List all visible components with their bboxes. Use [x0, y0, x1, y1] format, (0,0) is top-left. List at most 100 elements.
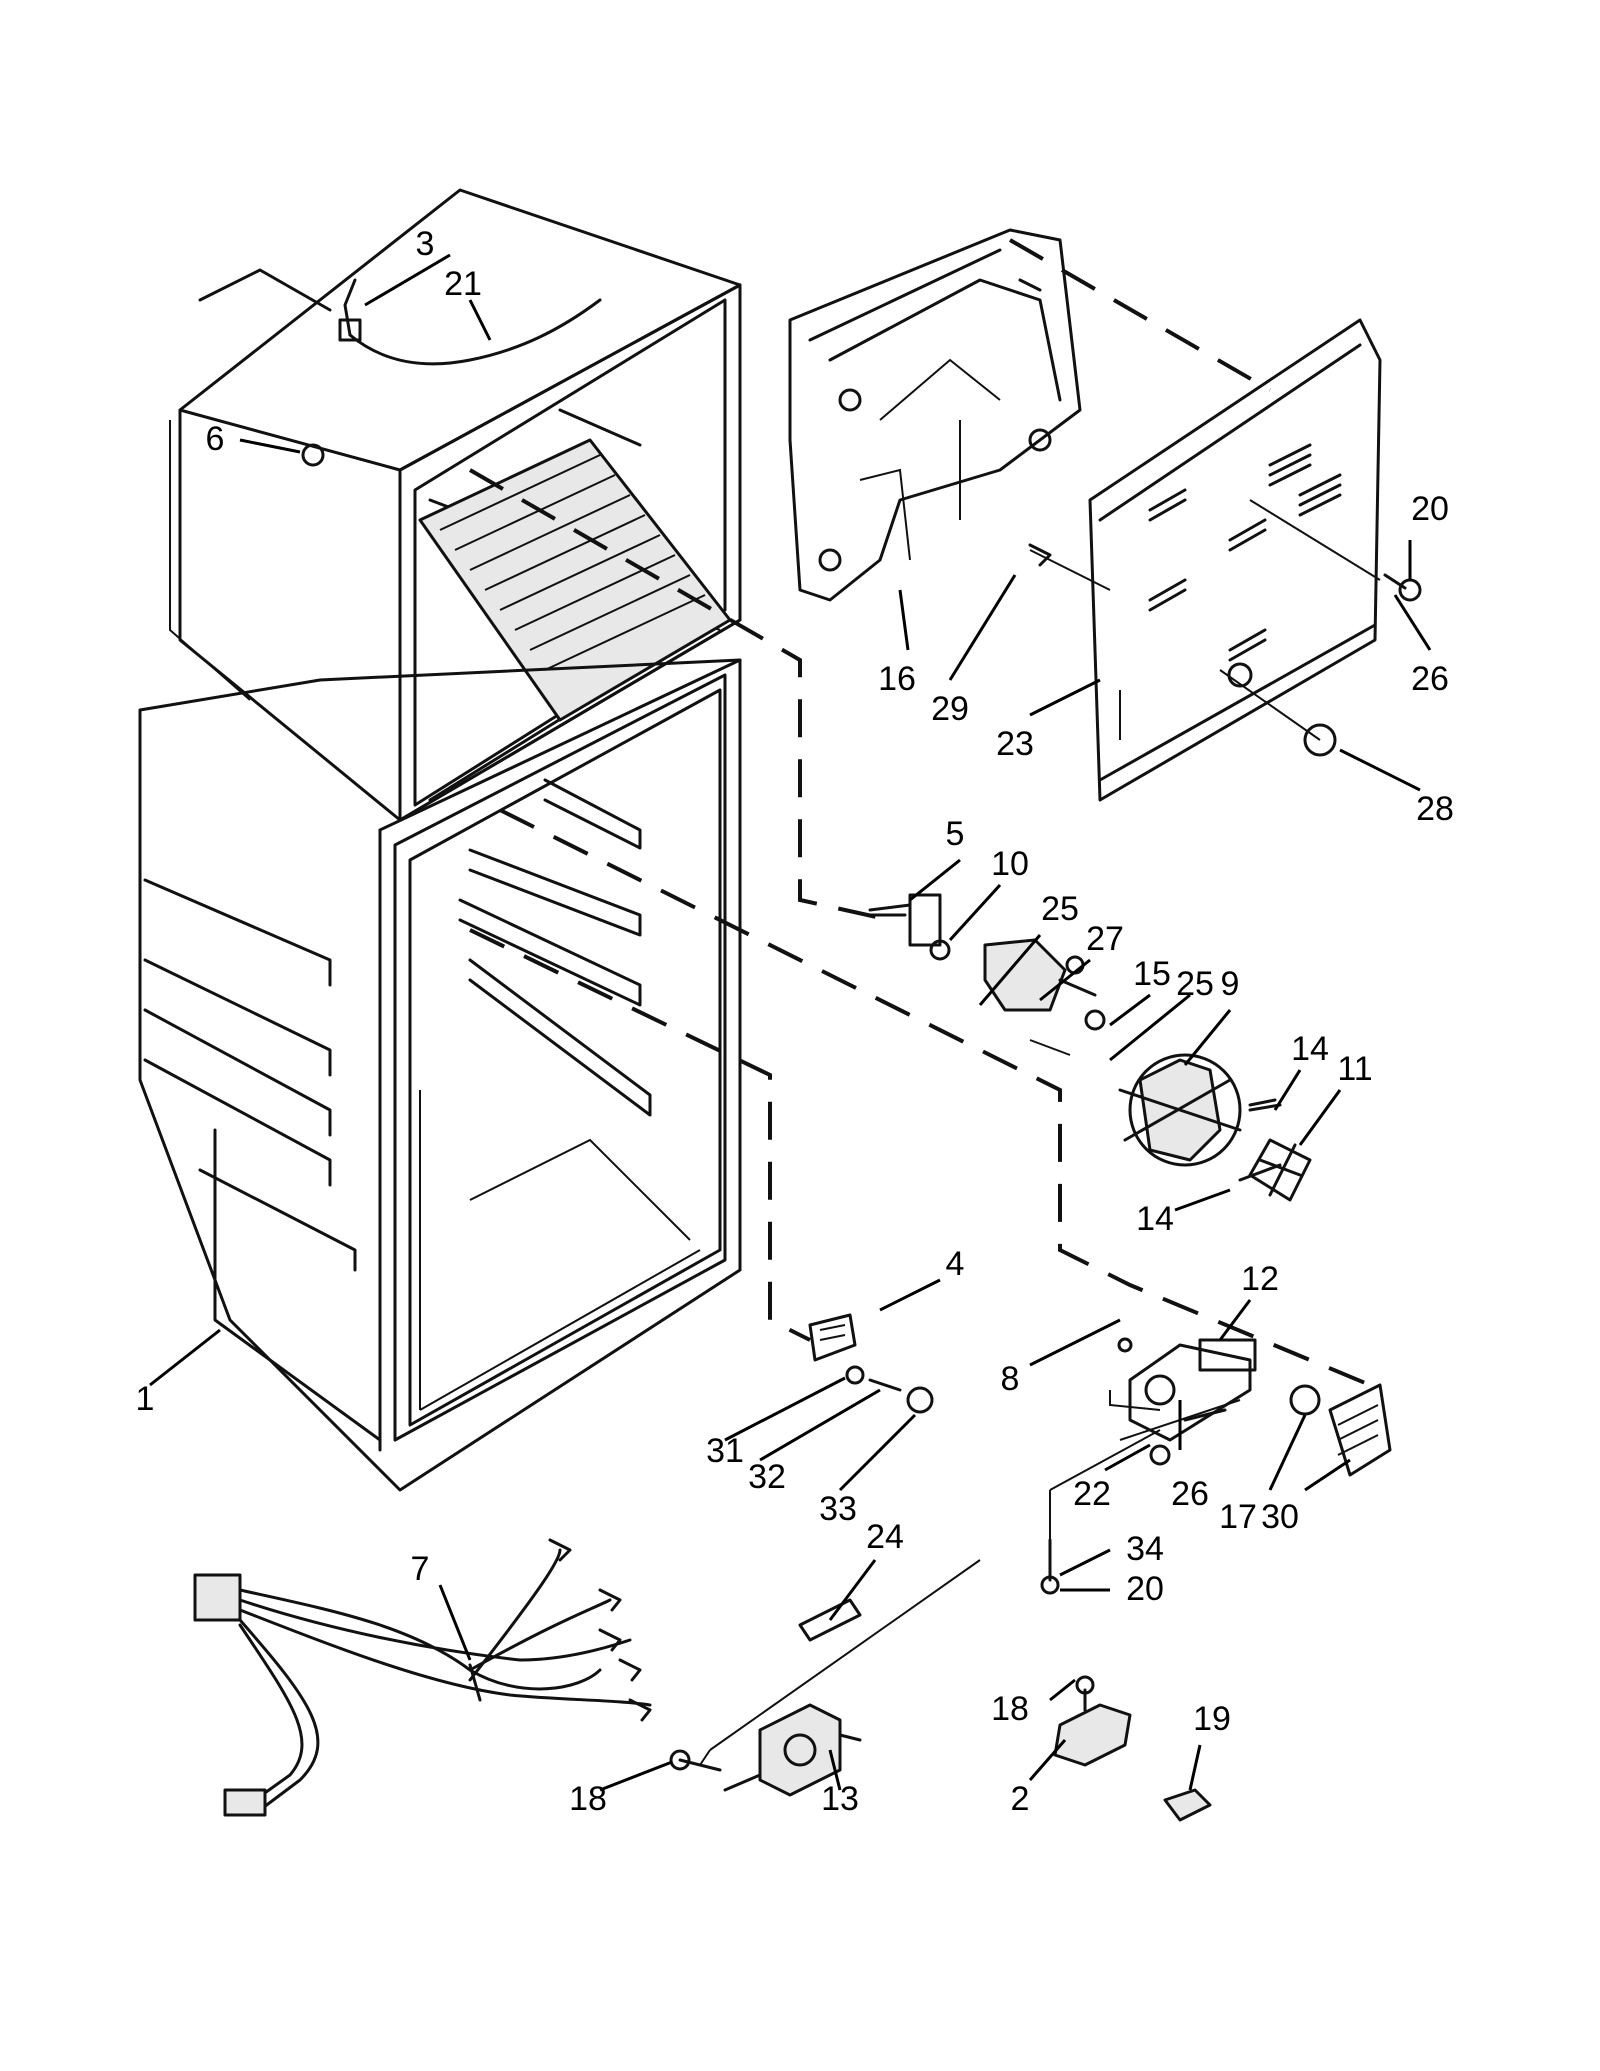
callout-16: 16 [878, 660, 916, 698]
freezer-liner [169, 188, 742, 822]
mullion-heater-part [1053, 1675, 1132, 1767]
leader-30 [1304, 1458, 1351, 1492]
freezer-shelf-ribs [439, 454, 706, 671]
callout-12: 12 [1241, 1260, 1279, 1298]
leader-4 [879, 1278, 941, 1312]
wire-harness [193, 1538, 652, 1817]
callout-15: 15 [1133, 955, 1171, 993]
fresh-food-shelf-rails [458, 778, 652, 1117]
callout-21: 21 [444, 265, 482, 303]
leader-2 [1028, 1739, 1067, 1781]
callout-34: 34 [1126, 1530, 1164, 1568]
leader-25 [978, 934, 1042, 1006]
leader-1 [149, 1328, 221, 1387]
callout-24: 24 [866, 1518, 904, 1556]
fan-blade [1248, 1138, 1312, 1202]
leader-14b [1174, 1188, 1231, 1212]
screw-18-left [669, 1749, 722, 1772]
callout-5: 5 [946, 815, 965, 853]
callout-18-right: 18 [991, 1690, 1029, 1728]
callout-labels: 3 21 6 1 7 16 29 23 20 26 28 5 10 25 27 … [136, 225, 1454, 1818]
callout-25-b: 25 [1176, 965, 1214, 1003]
control-bracket [1117, 1337, 1392, 1477]
leader-17 [1268, 1414, 1307, 1491]
leader-32 [759, 1388, 881, 1462]
callout-11: 11 [1337, 1050, 1372, 1088]
callout-20-top: 20 [1411, 490, 1449, 528]
air-duct-housing [788, 228, 1082, 602]
callout-26-top: 26 [1411, 660, 1449, 698]
leader-7 [438, 1584, 472, 1661]
leader-33 [838, 1413, 917, 1492]
callout-22: 22 [1073, 1475, 1111, 1513]
screw-set [845, 1365, 934, 1414]
callout-14-bottom: 14 [1136, 1200, 1174, 1238]
leader-23 [1029, 678, 1101, 717]
callout-10: 10 [991, 845, 1029, 883]
door-rack-ribs [143, 878, 357, 1272]
leader-18a [599, 1760, 673, 1792]
leader-9 [1183, 1009, 1232, 1066]
upper-fasteners [1028, 543, 1422, 757]
capillary-sleeve [798, 1598, 862, 1642]
leader-11 [1298, 1089, 1342, 1146]
clip-19 [1163, 1788, 1212, 1822]
cover-vents [1148, 443, 1342, 662]
callout-23: 23 [996, 725, 1034, 763]
leader-13 [828, 1749, 842, 1791]
callout-14-top: 14 [1291, 1030, 1329, 1068]
callout-6: 6 [206, 420, 225, 458]
leader-15 [1109, 993, 1151, 1027]
fresh-food-liner [138, 658, 742, 1492]
freezer-wiring [301, 278, 602, 467]
leader-22 [1104, 1443, 1151, 1472]
callout-4: 4 [946, 1245, 965, 1283]
damper-assembly [868, 893, 1106, 1031]
leader-10 [948, 883, 1002, 942]
callout-33: 33 [819, 1490, 857, 1528]
callout-20-bottom: 20 [1126, 1570, 1164, 1608]
leader-16 [898, 589, 910, 651]
rear-cover-panel [1088, 318, 1382, 802]
callout-25-a: 25 [1041, 890, 1079, 928]
thermostat-control [723, 1703, 862, 1797]
leader-8 [1029, 1318, 1121, 1367]
leader-6 [239, 438, 301, 454]
callout-3: 3 [416, 225, 435, 263]
leader-3 [364, 253, 451, 307]
leader-27 [1039, 958, 1091, 1002]
callout-31: 31 [706, 1432, 744, 1470]
evaporator-fan-motor [1118, 1053, 1282, 1167]
callout-1: 1 [136, 1380, 155, 1418]
callout-7: 7 [411, 1550, 430, 1588]
callout-30: 30 [1261, 1498, 1299, 1536]
callout-17: 17 [1219, 1498, 1257, 1536]
leader-26 [1393, 594, 1432, 651]
callout-28: 28 [1416, 790, 1454, 828]
callout-8: 8 [1001, 1360, 1020, 1398]
leader-21 [468, 299, 492, 341]
assembly-lines [469, 238, 1381, 1766]
leader-14a [1273, 1069, 1302, 1111]
leader-29 [948, 574, 1017, 681]
sensor-clip [808, 1313, 857, 1362]
callout-13: 13 [821, 1780, 859, 1818]
callout-29: 29 [931, 690, 969, 728]
leader-25b [1109, 993, 1191, 1062]
leader-34 [1059, 1548, 1111, 1577]
callout-9: 9 [1221, 965, 1240, 1003]
leader-31 [724, 1376, 846, 1442]
screw-34 [1040, 1538, 1060, 1595]
leader-19 [1188, 1744, 1202, 1791]
leader-18b [1049, 1678, 1076, 1702]
leader-12 [1218, 1299, 1252, 1341]
callout-2: 2 [1011, 1780, 1030, 1818]
callout-19: 19 [1193, 1700, 1231, 1738]
callout-26-bottom: 26 [1171, 1475, 1209, 1513]
fan-screws [1238, 1098, 1282, 1182]
leader-5 [909, 858, 961, 902]
callout-32: 32 [748, 1458, 786, 1496]
leader-24 [828, 1559, 877, 1621]
callout-18-left: 18 [569, 1780, 607, 1818]
